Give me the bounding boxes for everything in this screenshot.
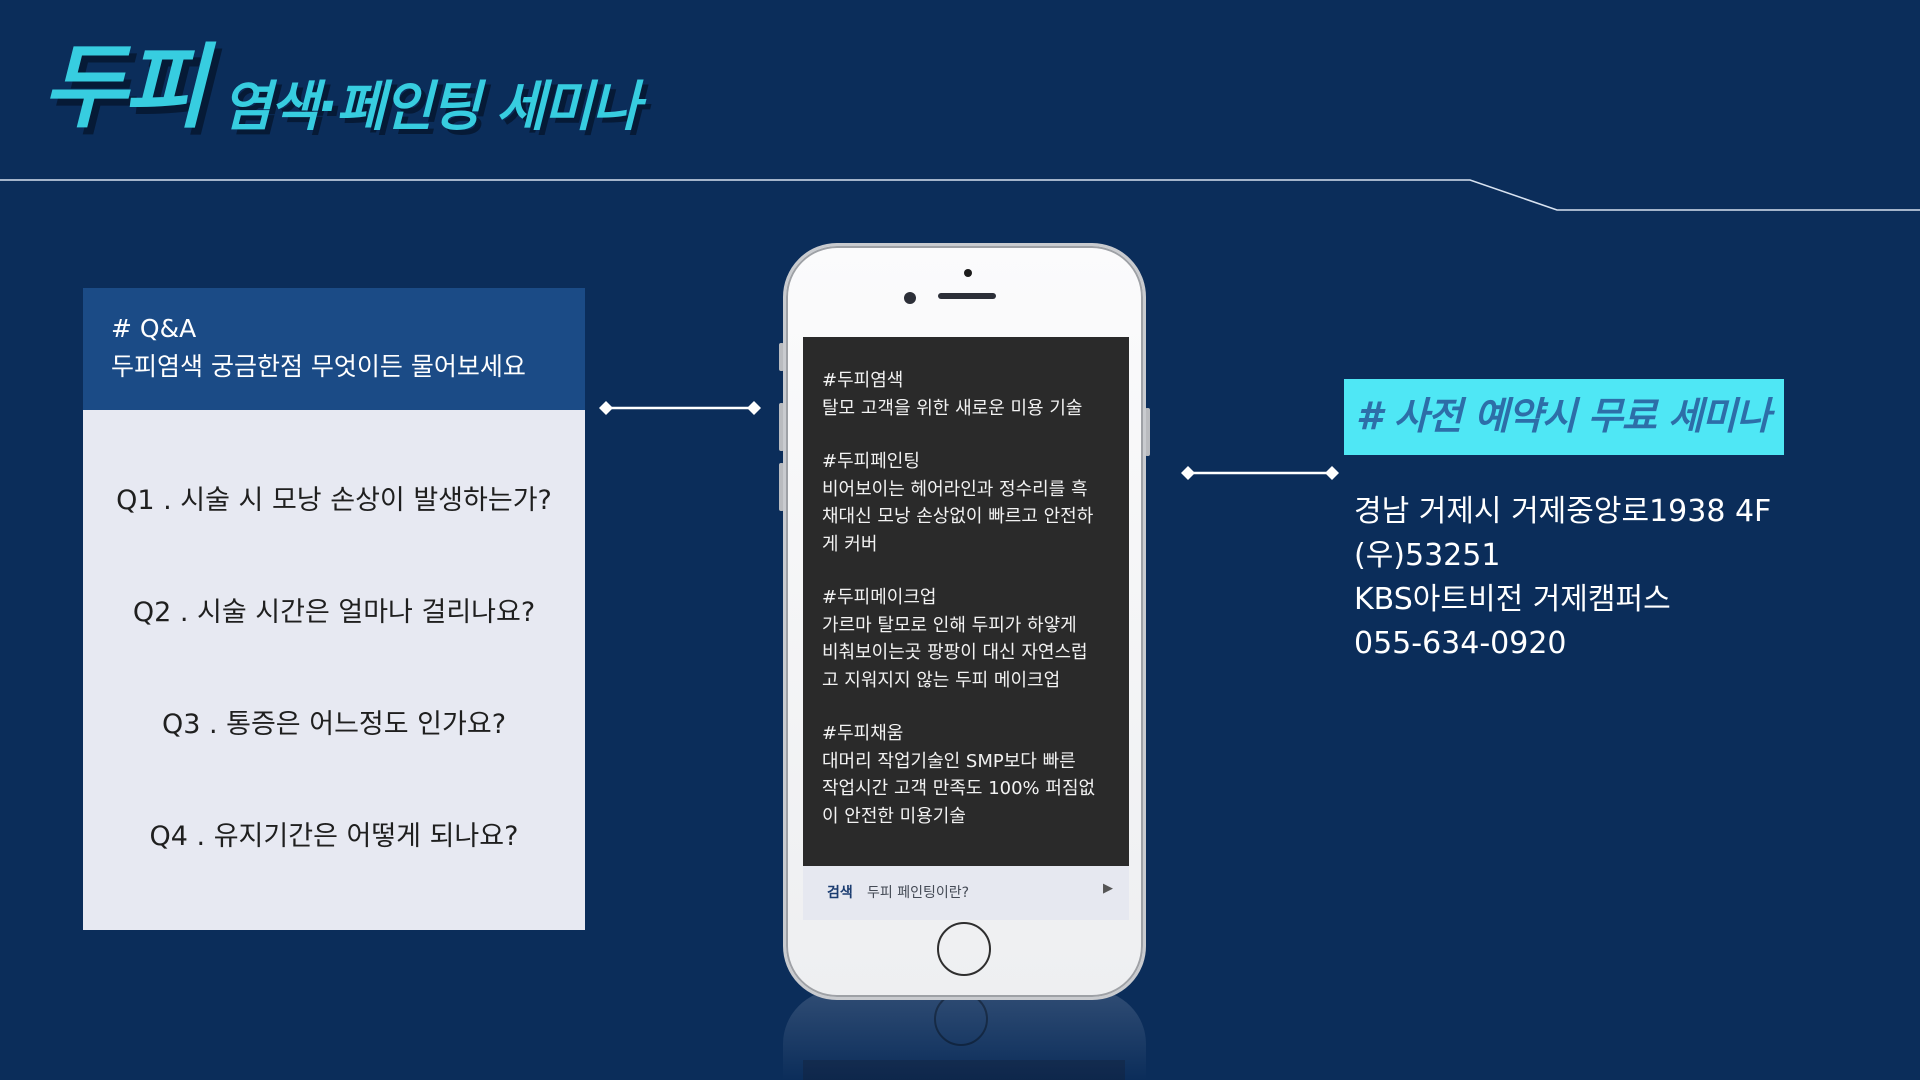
reflection-screen (803, 1060, 1125, 1080)
phone-volume-down (779, 463, 784, 511)
address-postal: (우)53251 (1354, 538, 1501, 573)
address-campus: KBS아트비전 거제캠퍼스 (1354, 582, 1671, 617)
post-text: 비어보이는 헤어라인과 정수리를 흑 (822, 478, 1088, 500)
qa-panel: # Q&A 두피염색 궁금한점 무엇이든 물어보세요 Q1 . 시술 시 모낭 … (83, 288, 585, 930)
qa-question-1: Q1 . 시술 시 모낭 손상이 발생하는가? (116, 485, 552, 516)
address-block: 경남 거제시 거제중앙로1938 4F (우)53251 KBS아트비전 거제캠… (1354, 490, 1771, 666)
reflection-home-circle (934, 992, 988, 1046)
phone-volume-up (779, 403, 784, 451)
camera-icon (904, 292, 916, 304)
phone-power-button (1145, 408, 1150, 456)
post-item: #두피페인팅 비어보이는 헤어라인과 정수리를 흑 채대신 모낭 손상없이 빠르… (822, 448, 1117, 558)
post-text: 고 지워지지 않는 두피 메이크업 (822, 669, 1061, 691)
post-text: 가르마 탈모로 인해 두피가 하얗게 (822, 614, 1077, 636)
qa-question-2: Q2 . 시술 시간은 얼마나 걸리나요? (132, 597, 536, 628)
header-divider (0, 179, 1920, 211)
post-tag: #두피페인팅 (822, 451, 920, 472)
address-phone: 055-634-0920 (1354, 626, 1567, 661)
post-list: #두피염색 탈모 고객을 위한 새로운 미용 기술 #두피페인팅 비어보이는 헤… (822, 367, 1117, 856)
post-text: 이 안전한 미용기술 (822, 805, 966, 827)
post-tag: #두피채움 (822, 723, 904, 744)
promo-banner: # 사전 예약시 무료 세미나 (1344, 379, 1784, 455)
post-text: 채대신 모낭 손상없이 빠르고 안전하 (822, 506, 1094, 527)
home-button[interactable] (937, 922, 991, 976)
post-item: #두피채움 대머리 작업기술인 SMP보다 빠른 작업시간 고객 만족도 100… (822, 720, 1117, 830)
phone-mute-switch (779, 343, 784, 371)
search-query[interactable]: 두피 페인팅이란? (867, 885, 970, 901)
promo-label: # 사전 예약시 무료 세미나 (1356, 394, 1771, 438)
title-main: 두피 (42, 34, 207, 141)
phone-reflection (783, 990, 1146, 1080)
post-item: #두피염색 탈모 고객을 위한 새로운 미용 기술 (822, 367, 1117, 422)
search-bar[interactable]: 검색 두피 페인팅이란? ▶ (803, 866, 1129, 920)
post-text: 게 커버 (822, 533, 878, 555)
qa-question-3: Q3 . 통증은 어느정도 인가요? (161, 709, 507, 740)
phone-sensor (964, 269, 972, 277)
play-triangle-icon[interactable]: ▶ (1103, 881, 1113, 896)
phone-mockup: #두피염색 탈모 고객을 위한 새로운 미용 기술 #두피페인팅 비어보이는 헤… (779, 243, 1150, 1000)
connector-left (599, 401, 761, 415)
search-label: 검색 (827, 885, 853, 901)
post-tag: #두피메이크업 (822, 587, 937, 608)
qa-question-4: Q4 . 유지기간은 어떻게 되나요? (149, 821, 519, 852)
post-text: 탈모 고객을 위한 새로운 미용 기술 (822, 397, 1083, 419)
phone-speaker (938, 293, 996, 299)
post-tag: #두피염색 (822, 370, 904, 391)
post-text: 작업시간 고객 만족도 100% 퍼짐없 (822, 778, 1096, 799)
address-street: 경남 거제시 거제중앙로1938 4F (1354, 494, 1772, 529)
phone-screen: #두피염색 탈모 고객을 위한 새로운 미용 기술 #두피페인팅 비어보이는 헤… (803, 337, 1129, 866)
qa-subtitle: 두피염색 궁금한점 무엇이든 물어보세요 (111, 352, 526, 381)
title-sub: 염색·페인팅 세미나 (222, 75, 641, 138)
qa-question-list: Q1 . 시술 시 모낭 손상이 발생하는가? Q2 . 시술 시간은 얼마나 … (83, 410, 585, 930)
connector-right (1181, 466, 1339, 480)
phone-body: #두피염색 탈모 고객을 위한 새로운 미용 기술 #두피페인팅 비어보이는 헤… (783, 243, 1146, 1000)
qa-header: # Q&A 두피염색 궁금한점 무엇이든 물어보세요 (83, 288, 585, 410)
post-item: #두피메이크업 가르마 탈모로 인해 두피가 하얗게 비춰보이는곳 팡팡이 대신… (822, 584, 1117, 694)
post-text: 대머리 작업기술인 SMP보다 빠른 (822, 750, 1076, 772)
post-text: 비춰보이는곳 팡팡이 대신 자연스럽 (822, 642, 1088, 663)
qa-tag: # Q&A (111, 314, 197, 343)
